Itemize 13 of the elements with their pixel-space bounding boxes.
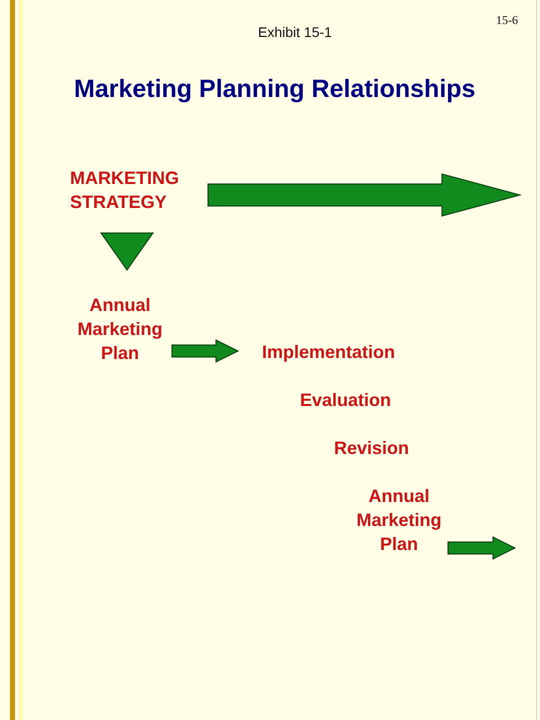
block-arrow [172, 339, 240, 363]
title: Marketing Planning Relationships [74, 75, 476, 104]
triangle-arrow [100, 232, 154, 271]
block-arrow [448, 536, 516, 560]
block-arrow [208, 173, 522, 217]
step-label: Annual Marketing Plan [352, 484, 446, 556]
step-label: Revision [334, 436, 424, 460]
page-number: 15-6 [496, 13, 518, 28]
step-label: Evaluation [300, 388, 410, 412]
step-label: Implementation [262, 340, 412, 364]
step-label: MARKETING STRATEGY [70, 166, 202, 214]
step-label: Annual Marketing Plan [68, 293, 172, 365]
exhibit-number: Exhibit 15-1 [258, 24, 332, 40]
